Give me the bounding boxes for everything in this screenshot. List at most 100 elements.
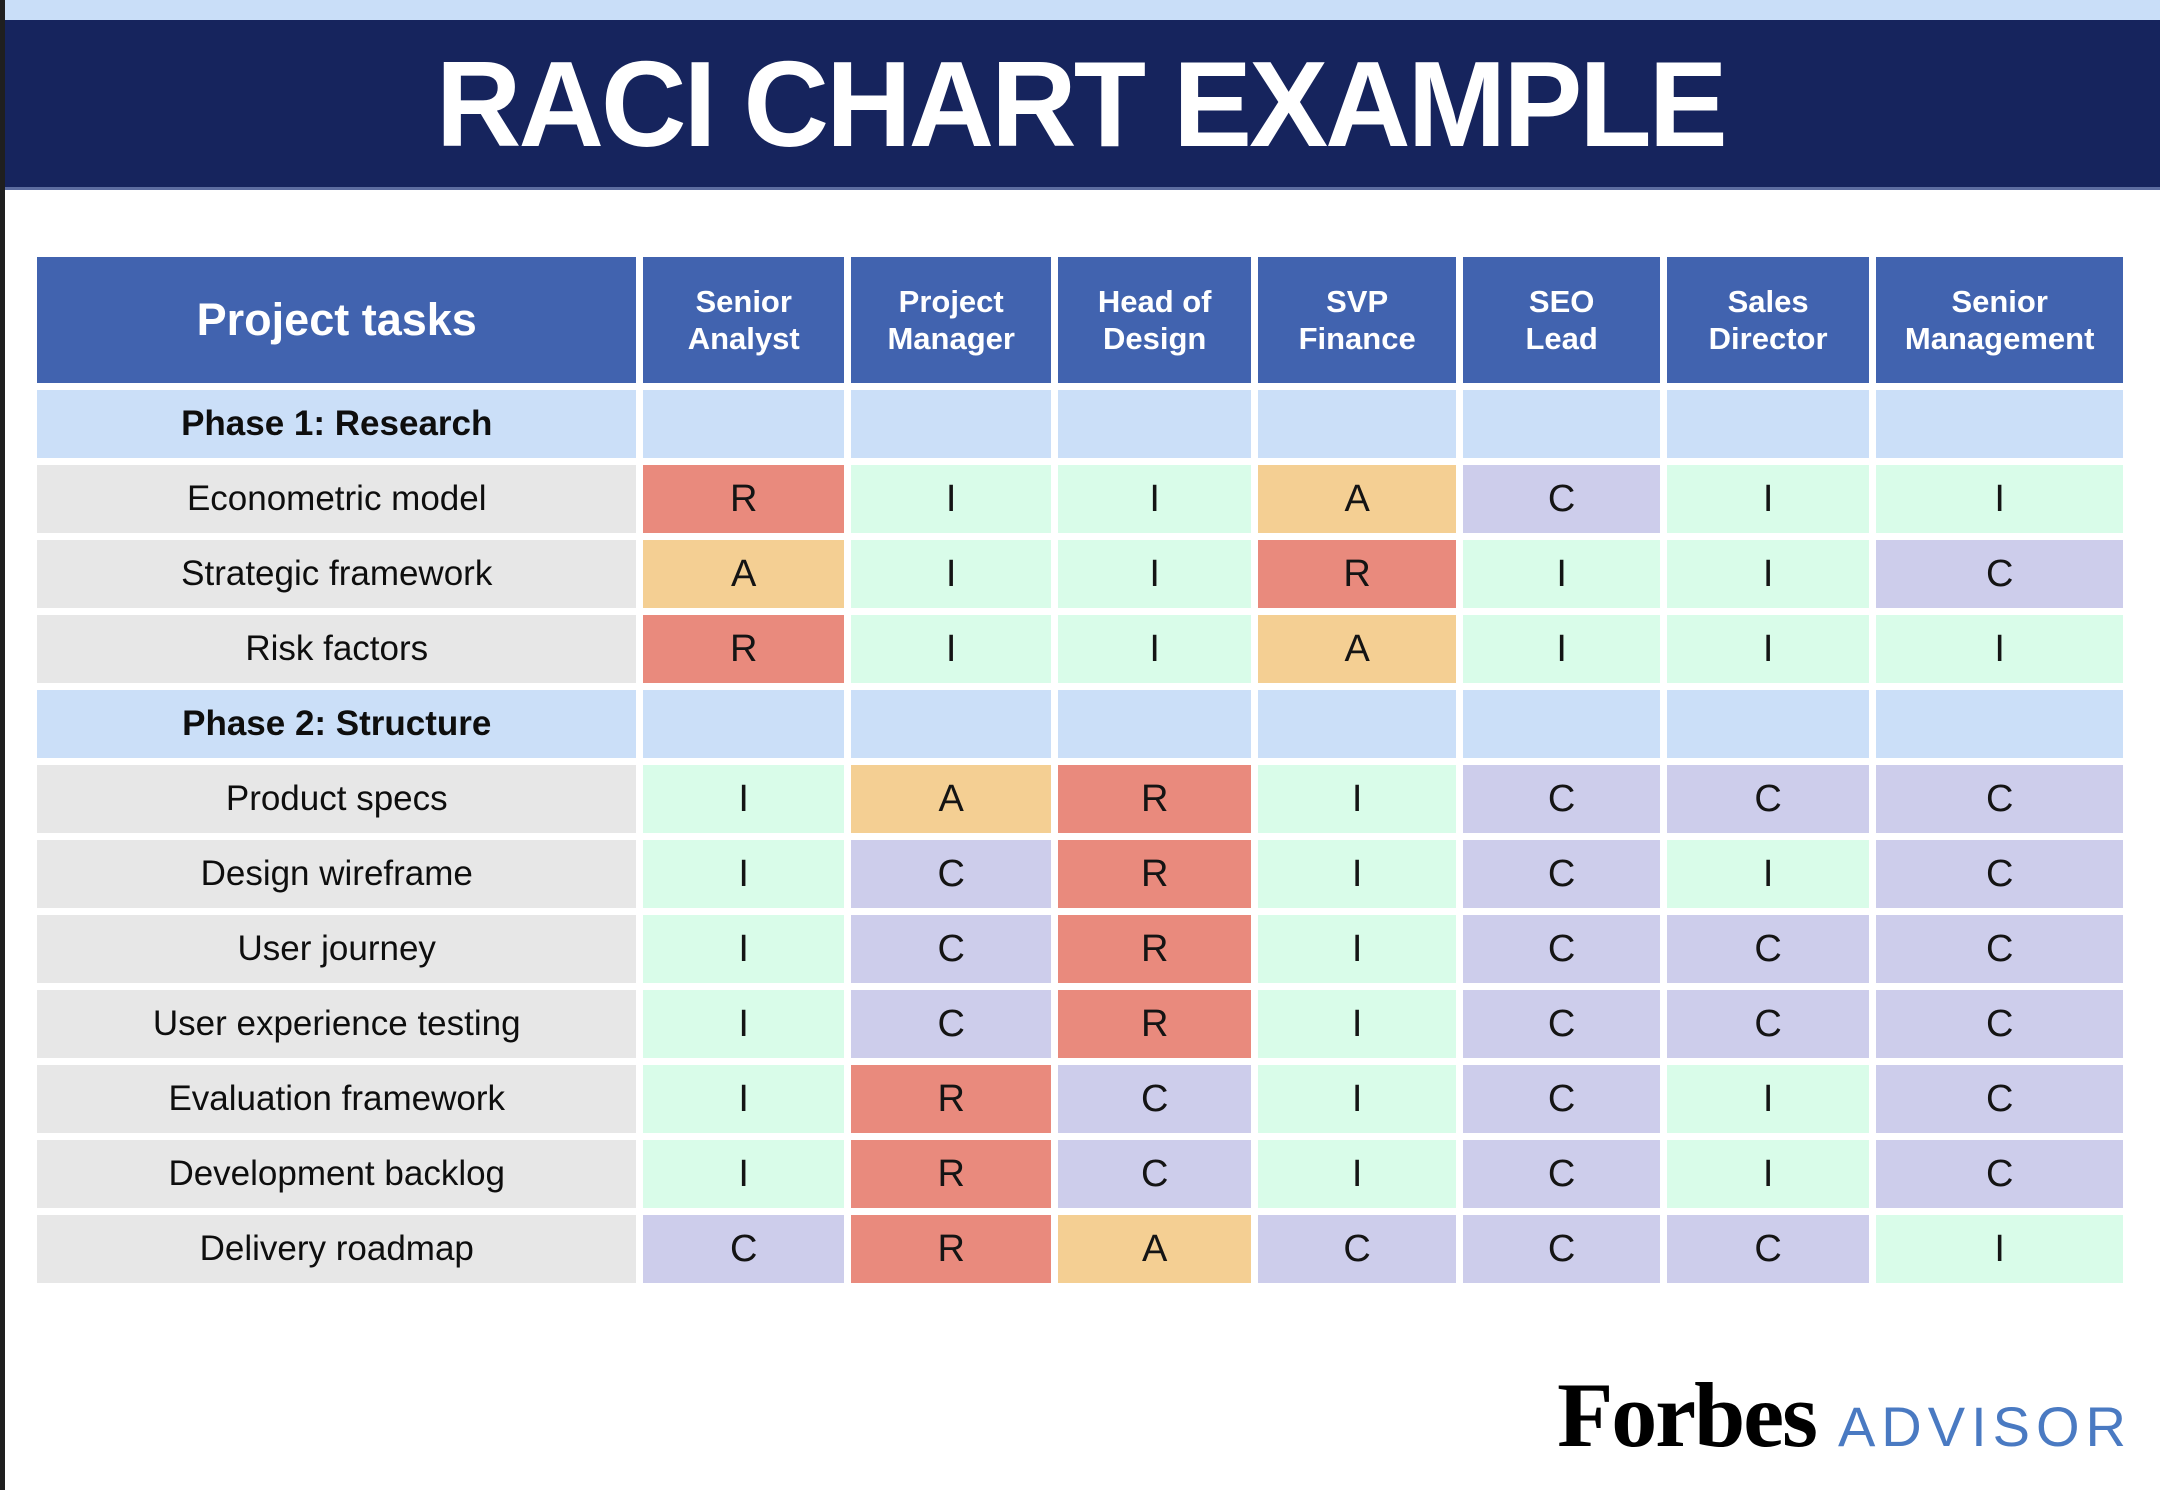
raci-cell-c: C — [1058, 1140, 1251, 1208]
phase-empty-cell — [1257, 690, 1457, 758]
raci-cell-a: A — [1257, 615, 1457, 683]
raci-cell-c: C — [1876, 1140, 2123, 1208]
task-label: Delivery roadmap — [37, 1215, 637, 1283]
raci-cell-i: I — [850, 465, 1052, 533]
raci-cell-i: I — [1463, 615, 1660, 683]
raci-cell-i: I — [643, 990, 844, 1058]
raci-cell-r: R — [1058, 990, 1251, 1058]
raci-cell-i: I — [1058, 465, 1251, 533]
raci-cell-a: A — [643, 540, 844, 608]
task-label: Product specs — [37, 765, 637, 833]
raci-cell-c: C — [1463, 1140, 1660, 1208]
raci-cell-c: C — [1666, 990, 1870, 1058]
column-header: SEO Lead — [1463, 257, 1660, 383]
raci-cell-c: C — [643, 1215, 844, 1283]
raci-cell-c: C — [1463, 990, 1660, 1058]
raci-cell-a: A — [1257, 465, 1457, 533]
raci-cell-i: I — [1666, 465, 1870, 533]
footer-logo: Forbes ADVISOR — [1557, 1362, 2132, 1468]
raci-cell-i: I — [1876, 615, 2123, 683]
raci-cell-c: C — [1666, 765, 1870, 833]
advisor-wordmark: ADVISOR — [1837, 1395, 2132, 1458]
left-edge-strip — [0, 0, 5, 1490]
raci-cell-r: R — [643, 615, 844, 683]
column-header: SVP Finance — [1257, 257, 1457, 383]
raci-cell-c: C — [1463, 465, 1660, 533]
raci-cell-i: I — [643, 840, 844, 908]
column-header: Senior Analyst — [643, 257, 844, 383]
task-label: Evaluation framework — [37, 1065, 637, 1133]
column-header: Head of Design — [1058, 257, 1251, 383]
title-bar: RACI CHART EXAMPLE — [0, 20, 2160, 190]
raci-cell-r: R — [850, 1140, 1052, 1208]
raci-cell-i: I — [643, 1140, 844, 1208]
raci-cell-r: R — [643, 465, 844, 533]
phase-empty-cell — [1463, 690, 1660, 758]
raci-cell-c: C — [1666, 915, 1870, 983]
raci-cell-r: R — [1058, 840, 1251, 908]
raci-cell-i: I — [1257, 915, 1457, 983]
task-label: User experience testing — [37, 990, 637, 1058]
raci-cell-i: I — [850, 615, 1052, 683]
raci-cell-c: C — [1058, 1065, 1251, 1133]
raci-cell-r: R — [850, 1215, 1052, 1283]
phase-empty-cell — [1666, 690, 1870, 758]
raci-cell-i: I — [1666, 1140, 1870, 1208]
raci-cell-a: A — [850, 765, 1052, 833]
raci-cell-i: I — [1876, 465, 2123, 533]
phase-empty-cell — [643, 690, 844, 758]
phase-row: Phase 1: Research — [37, 390, 2123, 458]
forbes-wordmark: Forbes — [1557, 1364, 1818, 1466]
phase-empty-cell — [1876, 690, 2123, 758]
raci-cell-i: I — [1257, 840, 1457, 908]
raci-cell-c: C — [1463, 1065, 1660, 1133]
task-label: Development backlog — [37, 1140, 637, 1208]
raci-cell-r: R — [1058, 915, 1251, 983]
raci-cell-c: C — [1666, 1215, 1870, 1283]
corner-header: Project tasks — [37, 257, 637, 383]
raci-cell-r: R — [1257, 540, 1457, 608]
raci-cell-i: I — [643, 915, 844, 983]
raci-cell-c: C — [1876, 915, 2123, 983]
phase-empty-cell — [1876, 390, 2123, 458]
task-label: Strategic framework — [37, 540, 637, 608]
raci-cell-c: C — [1876, 540, 2123, 608]
raci-cell-i: I — [1257, 765, 1457, 833]
page-title: RACI CHART EXAMPLE — [435, 35, 1728, 172]
raci-cell-i: I — [1257, 1065, 1457, 1133]
raci-cell-i: I — [1666, 615, 1870, 683]
raci-cell-r: R — [850, 1065, 1052, 1133]
phase-label: Phase 2: Structure — [37, 690, 637, 758]
phase-empty-cell — [643, 390, 844, 458]
raci-cell-i: I — [1257, 990, 1457, 1058]
raci-cell-c: C — [1463, 765, 1660, 833]
raci-cell-a: A — [1058, 1215, 1251, 1283]
top-accent-strip — [0, 0, 2160, 20]
phase-empty-cell — [1058, 690, 1251, 758]
raci-cell-i: I — [1876, 1215, 2123, 1283]
column-header: Project Manager — [850, 257, 1052, 383]
raci-cell-c: C — [1876, 990, 2123, 1058]
task-label: User journey — [37, 915, 637, 983]
raci-cell-c: C — [1257, 1215, 1457, 1283]
phase-empty-cell — [1666, 390, 1870, 458]
raci-cell-i: I — [1058, 540, 1251, 608]
raci-cell-i: I — [1058, 615, 1251, 683]
task-label: Risk factors — [37, 615, 637, 683]
raci-cell-i: I — [1257, 1140, 1457, 1208]
column-header: Sales Director — [1666, 257, 1870, 383]
raci-cell-c: C — [850, 840, 1052, 908]
raci-cell-i: I — [1666, 840, 1870, 908]
task-label: Econometric model — [37, 465, 637, 533]
raci-cell-i: I — [1666, 1065, 1870, 1133]
